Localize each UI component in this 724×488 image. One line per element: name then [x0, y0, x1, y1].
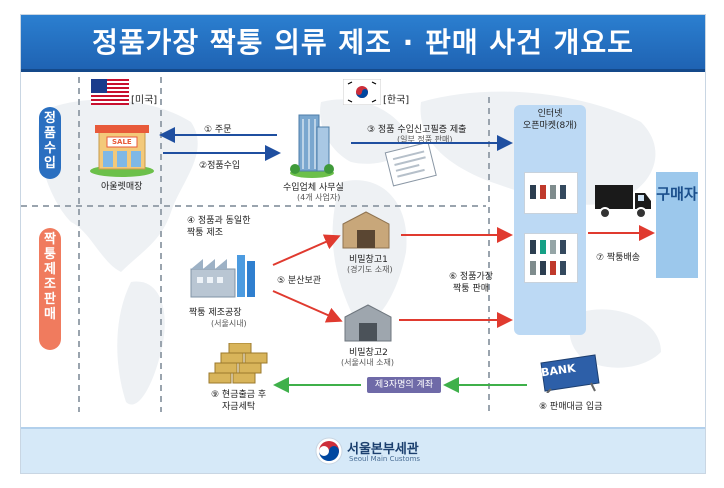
dashed-dividers	[21, 77, 490, 412]
warehouse1-icon	[342, 211, 390, 249]
korea-flag-icon	[343, 79, 381, 105]
step3-sublabel: (일부 정품 판매)	[397, 135, 453, 144]
import-certificate-icon	[384, 141, 437, 187]
buyer-label: 구매자	[656, 185, 698, 203]
step4-label: ④ 정품과 동일한 짝퉁 제조	[187, 216, 251, 238]
delivery-truck-icon	[595, 185, 651, 219]
usa-label: [미국]	[131, 95, 158, 106]
outlet-label: 아울렛매장	[101, 182, 143, 192]
factory-icon	[190, 255, 255, 298]
outlet-store-icon	[90, 125, 154, 177]
footer-org-name: 서울본부세관	[347, 442, 419, 457]
page-title: 정품가장 짝퉁 의류 제조 · 판매 사건 개요도	[92, 26, 634, 59]
importer-office-icon	[290, 114, 334, 178]
factory-sublabel: (서울시내)	[211, 319, 247, 328]
step9-label: ⑨ 현금출금 후 자금세탁	[211, 390, 267, 412]
fake-section-label: 짝퉁 제조판매	[39, 228, 61, 350]
step1-label: ① 주문	[204, 125, 232, 135]
warehouse1-sublabel: (경기도 소재)	[347, 265, 393, 274]
market-thumbnail	[524, 233, 578, 283]
footer-bar: 서울본부세관 Seoul Main Customs	[21, 427, 705, 473]
importer-sublabel: (4개 사업자)	[297, 193, 341, 202]
buyer-box: 구매자	[656, 172, 698, 278]
factory-label: 짝퉁 제조공장	[189, 308, 242, 318]
step3-label: ③ 정품 수입신고필증 제출	[367, 125, 467, 135]
step5-label: ⑤ 분산보관	[277, 276, 322, 286]
step6-label: ⑥ 정품가장 짝퉁 판매	[449, 272, 494, 294]
usa-flag-icon	[91, 79, 129, 105]
market-thumbnail	[524, 172, 578, 214]
to-warehouse1-arrow	[272, 234, 341, 266]
step7-label: ⑦ 짝퉁배송	[596, 253, 641, 263]
import-section-label: 정품수입	[39, 107, 61, 179]
flow-arrows	[159, 127, 655, 393]
customs-logo-icon	[315, 437, 343, 465]
step2-label: ②정품수입	[199, 161, 241, 171]
warehouse1-label: 비밀창고1	[349, 255, 388, 265]
third-party-account-box: 제3자명의 계좌	[367, 377, 441, 393]
warehouse2-sublabel: (서울시내 소재)	[341, 358, 394, 367]
diagram-frame: 정품가장 짝퉁 의류 제조 · 판매 사건 개요도 정품수입 짝퉁 제조판매 […	[20, 14, 706, 474]
cash-stack-icon	[208, 343, 268, 384]
warehouse2-icon	[344, 304, 392, 342]
step8-label: ⑧ 판매대금 입금	[539, 402, 603, 412]
header-bar: 정품가장 짝퉁 의류 제조 · 판매 사건 개요도	[21, 15, 705, 72]
footer-org-name-en: Seoul Main Customs	[349, 455, 421, 463]
bank-sign-icon	[540, 354, 600, 393]
online-market-panel	[514, 105, 586, 335]
warehouse2-label: 비밀창고2	[349, 348, 388, 358]
korea-label: [한국]	[383, 95, 410, 106]
outlet-sale-sign: SALE	[112, 138, 132, 146]
importer-label: 수입업체 사무실	[283, 183, 344, 193]
market-label: 인터넷 오픈마켓(8개)	[522, 109, 578, 131]
to-warehouse2-arrow	[272, 290, 343, 323]
